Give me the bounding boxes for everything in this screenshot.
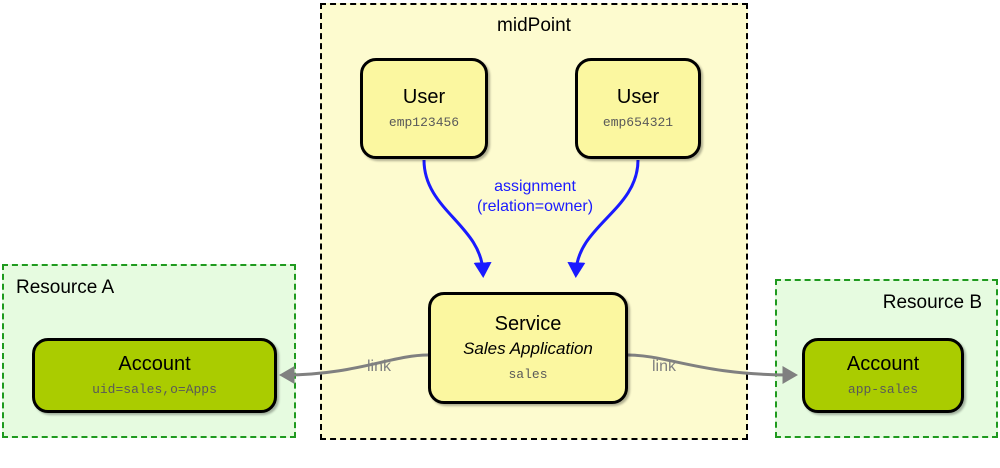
node-account-b-identifier: app-sales	[847, 382, 919, 398]
node-service[interactable]: Service Sales Application sales	[428, 292, 628, 404]
container-resource-b-title: Resource B	[882, 292, 982, 313]
node-account-a-title: Account	[118, 353, 191, 376]
edge-label-assignment-line2: (relation=owner)	[476, 198, 594, 215]
node-account-a[interactable]: Account uid=sales,o=Apps	[32, 338, 277, 413]
node-user-2[interactable]: User emp654321	[575, 58, 701, 159]
edge-label-link-right: link	[652, 358, 677, 375]
node-user-1-title: User	[402, 86, 446, 109]
node-account-b-title: Account	[846, 353, 920, 376]
node-user-2-identifier: emp654321	[602, 115, 674, 131]
container-resource-a-title: Resource A	[16, 277, 115, 298]
node-account-a-identifier: uid=sales,o=Apps	[92, 382, 217, 398]
node-user-1-identifier: emp123456	[388, 115, 460, 131]
node-service-identifier: sales	[508, 367, 548, 383]
node-user-1[interactable]: User emp123456	[360, 58, 488, 159]
node-user-2-title: User	[616, 86, 660, 109]
node-account-b[interactable]: Account app-sales	[802, 338, 964, 413]
edge-label-link-left: link	[367, 358, 392, 375]
edge-label-assignment: assignment (relation=owner)	[465, 177, 605, 217]
container-midpoint-title: midPoint	[497, 15, 571, 36]
node-service-display-name: Sales Application	[463, 339, 593, 359]
edge-label-assignment-line1: assignment	[494, 178, 576, 195]
node-service-title: Service	[494, 313, 562, 336]
